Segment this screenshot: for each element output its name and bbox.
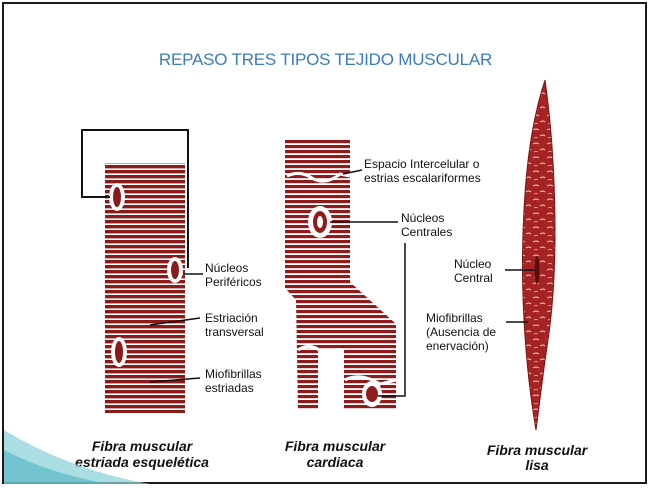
slide-title: REPASO TRES TIPOS TEJIDO MUSCULAR bbox=[158, 50, 493, 69]
leader-espacio-intercelular bbox=[342, 169, 363, 175]
caption-skeletal-2: estriada esquelética bbox=[75, 454, 209, 470]
caption-cardiac-2: cardiaca bbox=[307, 454, 364, 470]
cardiac-fiber bbox=[285, 140, 406, 410]
smooth-fiber bbox=[505, 79, 556, 431]
label-centrales: Centrales bbox=[401, 225, 452, 239]
label-transversal: transversal bbox=[205, 325, 264, 339]
label-nucleos-c: Núcleos bbox=[401, 211, 444, 225]
skeletal-nucleus-bracket bbox=[81, 129, 189, 268]
label-estriacion: Estriación bbox=[205, 311, 258, 325]
label-nucleos: Núcleos bbox=[205, 261, 248, 275]
label-enervacion: enervación) bbox=[426, 339, 489, 353]
smooth-nucleus bbox=[534, 256, 540, 284]
intercalated-disc-1 bbox=[286, 171, 351, 183]
intercalated-disc-2 bbox=[297, 345, 323, 354]
caption-smooth-2: lisa bbox=[525, 457, 549, 473]
intercalated-disc-3 bbox=[344, 375, 397, 386]
label-nucleo: Núcleo bbox=[454, 257, 492, 271]
skeletal-fiber bbox=[81, 129, 203, 413]
cardiac-fiber-body bbox=[285, 140, 396, 410]
label-central: Central bbox=[454, 271, 493, 285]
label-estrias-escalariformes: estrias escalariformes bbox=[364, 171, 481, 185]
leader-miofibrillas-estriadas bbox=[149, 377, 201, 383]
caption-smooth-1: Fibra muscular bbox=[487, 442, 589, 458]
caption-skeletal-1: Fibra muscular bbox=[92, 438, 194, 454]
label-perifericos: Periféricos bbox=[205, 275, 262, 289]
leader-estriacion bbox=[149, 317, 201, 326]
smooth-fiber-body bbox=[522, 79, 556, 431]
label-espacio-intercelular: Espacio Intercelular o bbox=[364, 157, 480, 171]
label-estriadas: estriadas bbox=[205, 381, 254, 395]
leader-nucleos-centrales-2 bbox=[378, 243, 406, 397]
label-ausencia: (Ausencia de bbox=[426, 325, 496, 339]
label-miofibrillas: Miofibrillas bbox=[205, 367, 262, 381]
caption-cardiac-1: Fibra muscular bbox=[285, 438, 387, 454]
label-miofibrillas-lisa: Miofibrillas bbox=[426, 311, 483, 325]
corner-wave-2 bbox=[4, 450, 110, 484]
